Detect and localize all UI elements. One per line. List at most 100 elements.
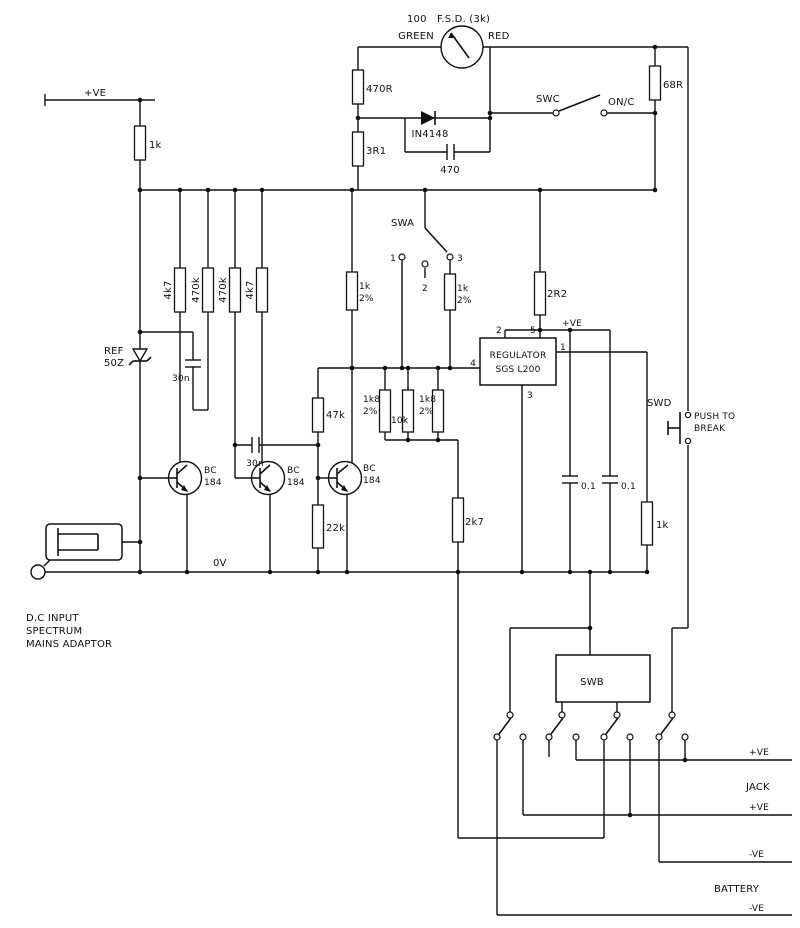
reg-name-2: SGS L200 <box>495 365 540 375</box>
resistor-1k-right <box>640 501 654 546</box>
r1k-right-label: 1k <box>656 520 669 531</box>
switch-swa <box>398 227 454 268</box>
zener-label-1: REF <box>104 346 124 357</box>
swa-pos1-label: 1 <box>390 254 396 264</box>
r1k8-a-label: 1k8 <box>363 395 380 405</box>
resistor-4k7-b <box>255 267 269 313</box>
c470-label: 470 <box>440 165 460 176</box>
output-2-label: +VE <box>749 803 769 813</box>
swd-action-2: BREAK <box>694 424 726 434</box>
meter-red-label: RED <box>488 31 510 42</box>
q2-label-1: BC <box>287 466 300 476</box>
reg-name-1: REGULATOR <box>490 351 547 361</box>
vplus-label: +VE <box>84 88 106 99</box>
r1k-sense-b-label: 1k <box>457 284 469 294</box>
zener-ref <box>128 348 152 366</box>
r1k8-b-tol: 2% <box>419 407 434 417</box>
switch-swb <box>493 654 689 741</box>
dc-input-label-1: D.C INPUT <box>26 613 79 624</box>
resistor-2R2 <box>533 271 547 316</box>
labels: 100 F.S.D. (3k) GREEN RED 470R IN4148 SW… <box>26 14 770 914</box>
resistor-1k-sense-a <box>345 271 359 311</box>
r470k-a-label: 470k <box>191 277 202 303</box>
jack-label: JACK <box>745 782 770 793</box>
r47k-label: 47k <box>326 410 345 421</box>
zero-v-label: 0V <box>213 558 227 569</box>
r470k-b-label: 470k <box>218 277 229 303</box>
r1k8-b-label: 1k8 <box>419 395 436 405</box>
transistor-q1 <box>167 460 203 496</box>
meter-fsd-label: F.S.D. (3k) <box>437 14 490 25</box>
cap-01-a <box>562 475 578 484</box>
d1-label: IN4148 <box>411 129 448 140</box>
r10k-label: 10k <box>391 416 409 426</box>
r22k-label: 22k <box>326 523 345 534</box>
cap-30n-a <box>185 359 201 368</box>
reg-pin5-label: 5 <box>530 326 536 336</box>
r68R-label: 68R <box>663 80 683 91</box>
r1k-left-label: 1k <box>149 140 162 151</box>
r1k-sense-b-tol: 2% <box>457 296 472 306</box>
c01-a-label: 0.1 <box>581 482 596 492</box>
q2-label-2: 184 <box>287 478 305 488</box>
switch-swd <box>667 411 692 445</box>
q3-label-2: 184 <box>363 476 381 486</box>
resistor-10k <box>401 389 415 433</box>
r1k8-a-tol: 2% <box>363 407 378 417</box>
dc-input-label-3: MAINS ADAPTOR <box>26 639 112 650</box>
swa-pos2-label: 2 <box>422 284 428 294</box>
swd-action-1: PUSH TO <box>694 412 735 422</box>
diode-in4148 <box>421 111 436 125</box>
q1-label-1: BC <box>204 466 217 476</box>
resistor-1k8-a <box>378 389 392 433</box>
r2k7-label: 2k7 <box>465 517 484 528</box>
resistor-470R <box>351 69 365 105</box>
resistor-47k <box>311 397 325 433</box>
r4k7-a-label: 4k7 <box>163 280 174 299</box>
swa-pos3-label: 3 <box>457 254 463 264</box>
resistor-1k8-b <box>431 389 445 433</box>
cap-470 <box>446 144 455 160</box>
output-4-label: -VE <box>749 904 764 914</box>
cap-01-b <box>602 475 618 484</box>
reg-pin2-label: 2 <box>496 326 502 336</box>
swc-label: SWC <box>536 94 560 105</box>
r470R-label: 470R <box>366 84 393 95</box>
reg-pin1-label: 1 <box>560 343 566 353</box>
resistor-4k7-a <box>173 267 187 313</box>
resistor-1k-left <box>133 125 147 161</box>
reg-pin4-label: 4 <box>470 359 476 369</box>
r4k7-b-label: 4k7 <box>245 280 256 299</box>
resistor-470k-b <box>228 267 242 313</box>
swb-label: SWB <box>580 677 604 688</box>
r1k-sense-a-label: 1k <box>359 282 371 292</box>
output-1-label: +VE <box>749 748 769 758</box>
swd-label: SWD <box>647 398 672 409</box>
transistors <box>167 460 363 496</box>
resistor-470k-a <box>201 267 215 313</box>
regulator-block <box>479 337 557 386</box>
output-3-label: -VE <box>749 850 764 860</box>
panel-meter <box>440 25 484 69</box>
meter-value-label: 100 <box>407 14 427 25</box>
resistor-1k-sense-b <box>443 273 457 311</box>
resistor-3R1 <box>351 131 365 167</box>
c30n-b-label: 30n <box>246 459 264 469</box>
junction-dots <box>137 44 688 818</box>
transistor-q3 <box>327 460 363 496</box>
resistor-2k7 <box>451 497 465 543</box>
r2R2-label: 2R2 <box>547 289 567 300</box>
resistor-22k <box>311 504 325 549</box>
r1k-sense-a-tol: 2% <box>359 294 374 304</box>
capacitors <box>185 144 618 484</box>
q1-label-2: 184 <box>204 478 222 488</box>
resistor-68R <box>648 65 662 101</box>
reg-out-label: +VE <box>562 319 582 329</box>
battery-label: BATTERY <box>714 884 760 895</box>
r3R1-label: 3R1 <box>366 146 386 157</box>
meter-green-label: GREEN <box>398 31 434 42</box>
swa-label: SWA <box>391 218 414 229</box>
resistor-bodies <box>133 65 662 549</box>
